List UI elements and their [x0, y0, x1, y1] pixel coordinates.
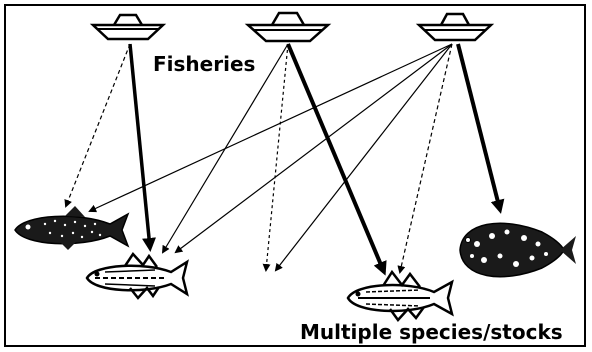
arrow-left-to-cod	[130, 44, 150, 248]
trout-icon	[15, 206, 128, 250]
arrow-right-to-trout	[90, 44, 452, 211]
arrow-center-dashed	[266, 44, 288, 270]
arrow-left-to-trout	[66, 44, 130, 206]
fisheries-label: Fisheries	[153, 52, 255, 76]
arrow-center-to-cod2-thick	[288, 44, 384, 272]
flatfish-icon	[460, 223, 576, 276]
cod-2-icon	[348, 272, 452, 320]
cod-icon	[87, 254, 187, 298]
species-label: Multiple species/stocks	[300, 320, 563, 344]
boat-center-icon	[248, 13, 328, 41]
boat-left-icon	[93, 15, 163, 39]
boat-right-icon	[419, 14, 491, 40]
arrow-right-to-flatfish	[458, 44, 500, 210]
